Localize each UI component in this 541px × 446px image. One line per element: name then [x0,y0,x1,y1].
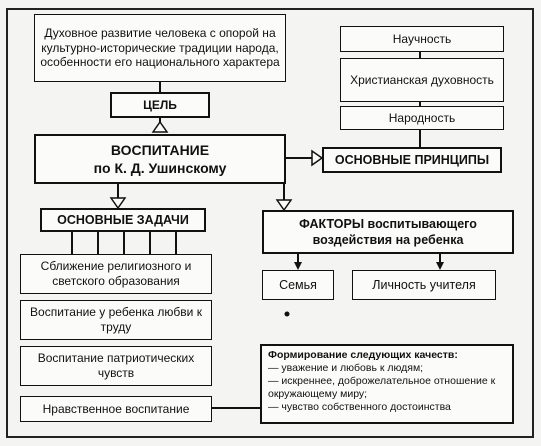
principle-item-box: Народность [340,106,504,130]
center-title-line2: по К. Д. Ушинскому [93,160,227,176]
goal-label-text: ЦЕЛЬ [143,97,177,112]
factors-header-box: ФАКТОРЫ воспитывающего воздействия на ре… [262,210,514,254]
factors-header-text: ФАКТОРЫ воспитывающего воздействия на ре… [299,217,477,247]
outer-frame [6,8,534,438]
goal-description-box: Духовное развитие человека с опорой на к… [34,14,286,82]
arrow-to-principles [311,149,324,167]
arrow-to-tasks [109,197,127,210]
task-item-box: Воспитание у ребенка любви к труду [20,300,212,340]
principles-header-text: ОСНОВНЫЕ ПРИНЦИПЫ [334,152,490,167]
quality-item: — искреннее, доброжелательное отношение … [268,375,496,400]
factor-item-text: Личность учителя [372,277,476,292]
factor-item-teacher-box: Личность учителя [352,270,496,300]
task-item-box: Воспитание патриотических чувств [20,346,212,386]
task-item-box: Сближение религиозного и светского образ… [20,254,212,294]
arrow-to-family [294,262,302,270]
factor-item-text: Семья [279,277,317,292]
arrow-to-factors [275,199,293,212]
quality-item: — чувство собственного достоинства [268,401,451,413]
principle-item-box: Христианская духовность [340,58,504,102]
center-title-line1: ВОСПИТАНИЕ [110,142,210,158]
qualities-title: Формирование следующих качеств: [268,349,458,361]
principle-item-box: Научность [340,26,504,52]
goal-description-text: Духовное развитие человека с опорой на к… [40,26,280,70]
goal-label-box: ЦЕЛЬ [110,92,210,118]
arrow-to-teacher [436,262,444,270]
principle-item-text: Научность [392,31,452,46]
quality-item: — уважение и любовь к людям; [268,362,424,374]
task-item-text: Нравственное воспитание [42,401,190,416]
task-item-box: Нравственное воспитание [20,396,212,422]
principle-item-text: Христианская духовность [350,72,494,87]
principle-item-text: Народность [388,110,456,125]
dot-mark [284,311,290,317]
arrow-to-goal [151,120,169,133]
task-item-text: Воспитание патриотических чувств [37,351,195,380]
center-box: ВОСПИТАНИЕ по К. Д. Ушинскому [34,134,286,184]
principles-header-box: ОСНОВНЫЕ ПРИНЦИПЫ [322,147,502,173]
tasks-header-box: ОСНОВНЫЕ ЗАДАЧИ [40,208,206,232]
factor-item-family-box: Семья [262,270,334,300]
task-item-text: Сближение религиозного и светского образ… [40,259,192,288]
tasks-header-text: ОСНОВНЫЕ ЗАДАЧИ [57,212,189,227]
qualities-box: Формирование следующих качеств: — уважен… [260,344,514,424]
task-item-text: Воспитание у ребенка любви к труду [30,305,202,334]
